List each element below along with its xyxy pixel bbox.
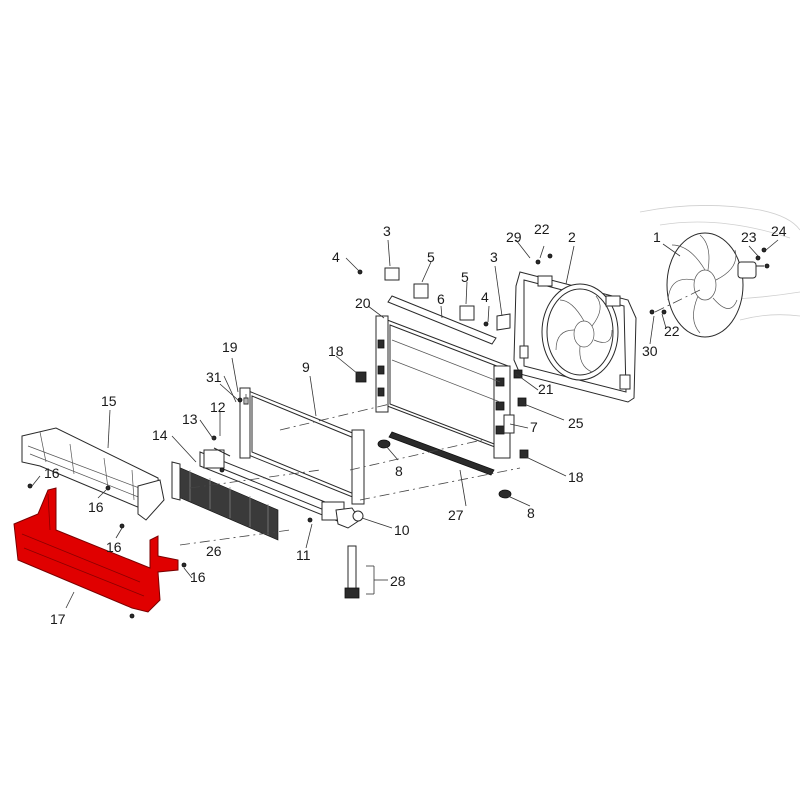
ac-condenser xyxy=(239,387,365,505)
callout-5: 5 xyxy=(461,269,469,285)
callout-14: 14 xyxy=(152,427,168,443)
callout-20: 20 xyxy=(355,295,371,311)
leader-lines xyxy=(31,239,779,609)
callout-1: 1 xyxy=(653,229,661,245)
upper-radiator-seal xyxy=(387,295,497,345)
callout-4: 4 xyxy=(481,289,489,305)
callout-6: 6 xyxy=(437,291,445,307)
callout-labels: 1 2 3 3 4 4 5 5 6 7 8 8 9 10 11 12 13 14… xyxy=(44,221,787,627)
callout-8: 8 xyxy=(527,505,535,521)
transmission-oil-cooler xyxy=(171,461,279,541)
radiator xyxy=(375,315,515,459)
callout-31: 31 xyxy=(206,369,222,385)
callout-28: 28 xyxy=(390,573,406,589)
callout-21: 21 xyxy=(538,381,554,397)
callout-22: 22 xyxy=(534,221,550,237)
callout-11: 11 xyxy=(296,547,311,563)
cooling-fan-blade xyxy=(666,232,744,338)
callout-30: 30 xyxy=(642,343,658,359)
callout-3: 3 xyxy=(490,249,498,265)
callout-27: 27 xyxy=(448,507,464,523)
callout-13: 13 xyxy=(182,411,198,427)
callout-15: 15 xyxy=(101,393,117,409)
callout-7: 7 xyxy=(530,419,538,435)
callout-9: 9 xyxy=(302,359,310,375)
callout-23: 23 xyxy=(741,229,757,245)
fasteners xyxy=(27,247,767,619)
callout-22: 22 xyxy=(664,323,680,339)
callout-18: 18 xyxy=(328,343,344,359)
callout-16: 16 xyxy=(44,465,60,481)
callout-5: 5 xyxy=(427,249,435,265)
callout-16: 16 xyxy=(88,499,104,515)
callout-10: 10 xyxy=(394,522,410,538)
callout-12: 12 xyxy=(210,399,226,415)
upper-air-deflector xyxy=(21,427,165,521)
callout-25: 25 xyxy=(568,415,584,431)
callout-4: 4 xyxy=(332,249,340,265)
callout-19: 19 xyxy=(222,339,238,355)
cooler-hose-fitting xyxy=(335,507,364,529)
callout-3: 3 xyxy=(383,223,391,239)
alignment-lines xyxy=(179,390,521,546)
callout-16: 16 xyxy=(106,539,122,555)
callout-24: 24 xyxy=(771,223,787,239)
callout-2: 2 xyxy=(568,229,576,245)
callout-16: 16 xyxy=(190,569,206,585)
callout-18: 18 xyxy=(568,469,584,485)
lower-air-deflector-highlighted xyxy=(13,487,179,613)
drain-tube xyxy=(344,545,360,599)
callout-8: 8 xyxy=(395,463,403,479)
lower-radiator-seal xyxy=(388,431,495,476)
callout-17: 17 xyxy=(50,611,66,627)
callout-29: 29 xyxy=(506,229,522,245)
radiator-left-tank-details xyxy=(377,339,385,397)
callout-26: 26 xyxy=(206,543,222,559)
fan-motor xyxy=(737,261,770,279)
fan-shroud xyxy=(513,271,637,403)
